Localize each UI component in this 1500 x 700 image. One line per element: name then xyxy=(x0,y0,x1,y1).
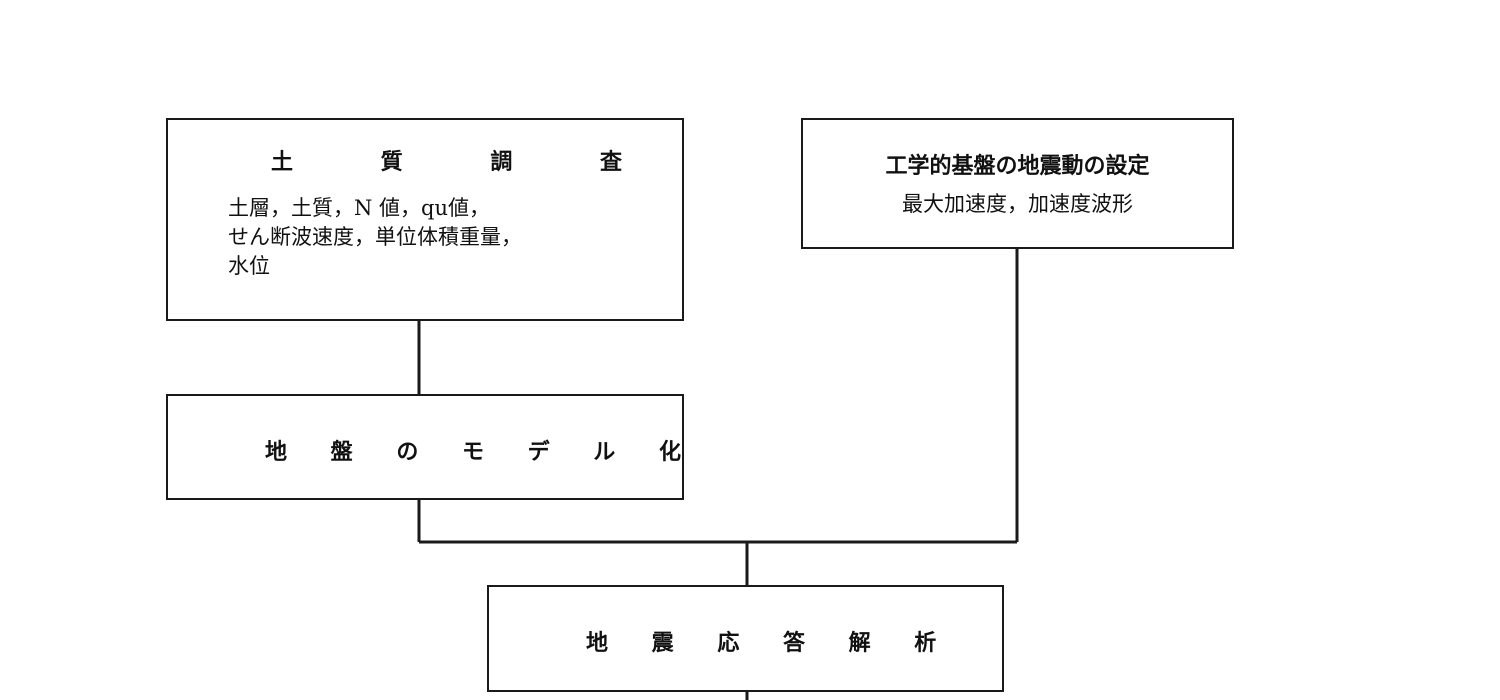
ground-model-title: 地 盤 の モ デ ル 化 xyxy=(265,440,699,465)
ground-model-box: 地 盤 の モ デ ル 化 xyxy=(166,394,684,500)
soil-survey-title: 土 質 調 査 xyxy=(271,150,662,175)
seismic-response-box: 地 震 応 答 解 析 xyxy=(487,585,1004,692)
seismic-response-title: 地 震 応 答 解 析 xyxy=(586,631,955,656)
soil-survey-line: 水位 xyxy=(228,254,270,278)
soil-survey-line: 土層，土質，N 値，qu値， xyxy=(228,196,491,220)
ground-motion-detail: 最大加速度，加速度波形 xyxy=(902,192,1133,216)
soil-survey-line: せん断波速度，単位体積重量， xyxy=(228,225,522,249)
ground-motion-box: 工学的基盤の地震動の設定 最大加速度，加速度波形 xyxy=(801,118,1234,249)
soil-survey-details: 土層，土質，N 値，qu値， せん断波速度，単位体積重量， 水位 xyxy=(228,194,522,281)
ground-motion-title: 工学的基盤の地震動の設定 xyxy=(885,154,1150,179)
soil-survey-box: 土 質 調 査 土層，土質，N 値，qu値， せん断波速度，単位体積重量， 水位 xyxy=(166,118,684,321)
